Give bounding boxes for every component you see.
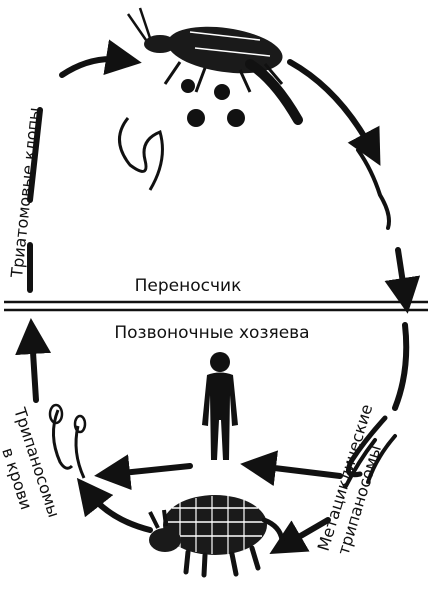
arrow-bug-to-midgut (287, 59, 381, 166)
round-forms-cluster (181, 79, 245, 127)
vector-label: Переносчик (135, 276, 242, 296)
arrow-left-upper-seg2 (27, 107, 43, 203)
arrow-to-human-right (240, 450, 343, 487)
human-silhouette-icon (202, 352, 238, 460)
vector-host-divider (4, 300, 428, 312)
arrow-right-lower-seg (392, 322, 410, 411)
arrow-blood-to-vector (15, 318, 52, 403)
armadillo-icon (148, 495, 285, 578)
arrow-to-armadillo (269, 517, 331, 555)
arrow-armadillo-to-blood (76, 477, 153, 533)
epimastigote-vector-left (118, 117, 164, 191)
metacyclic-trypanosomes-group (344, 415, 397, 488)
triatomine-bug-icon (126, 7, 303, 125)
arrow-human-to-blood (94, 454, 193, 491)
hosts-label: Позвоночные хозяева (114, 323, 309, 343)
arrow-to-bug (59, 39, 142, 78)
arrow-to-divider (384, 247, 421, 314)
blood-trypanosomes-group (48, 403, 87, 479)
metacyclic-vector-right (356, 148, 391, 230)
